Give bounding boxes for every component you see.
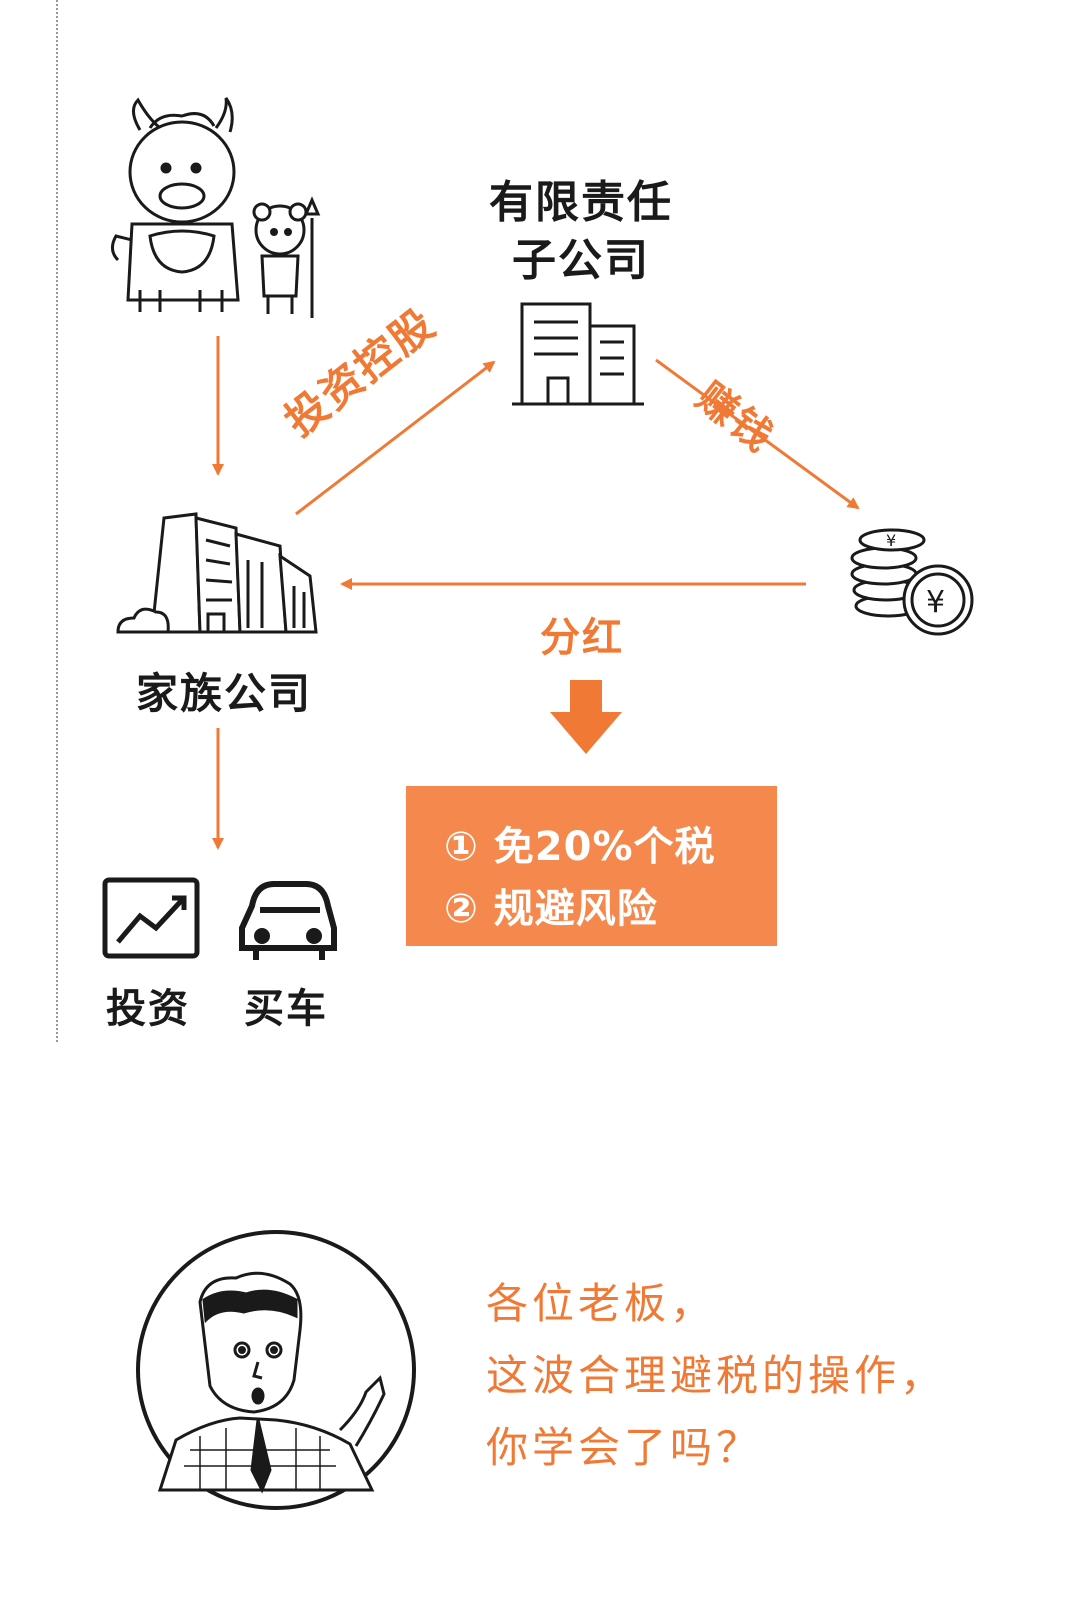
- earn-money-arrow: [655, 358, 860, 510]
- closing-line1: 各位老板，: [486, 1279, 717, 1328]
- benefits-box: ① 免20%个税 ② 规避风险: [406, 786, 777, 946]
- ox-mascot-with-child-icon: [111, 97, 321, 318]
- subsidiary-title-line2: 子公司: [512, 235, 650, 286]
- benefit-item: ① 免20%个税: [444, 824, 716, 870]
- benefit-item: ② 规避风险: [444, 886, 658, 932]
- yuan-coins-icon: ¥ ¥: [850, 528, 974, 636]
- buy-car-label: 买车: [244, 986, 328, 1032]
- subsidiary-title: 有限责任 子公司: [486, 174, 676, 290]
- svg-text:¥: ¥: [886, 531, 896, 550]
- dividend-label: 分红: [540, 615, 624, 661]
- closing-line2: 这波合理避税的操作，: [486, 1351, 947, 1400]
- subsidiary-title-line1: 有限责任: [489, 177, 673, 228]
- closing-line3: 你学会了吗？: [486, 1423, 763, 1472]
- office-building-icon: [512, 302, 644, 406]
- svg-text:¥: ¥: [926, 585, 945, 620]
- dotted-divider: [56, 0, 58, 1042]
- office-complex-icon: [116, 512, 318, 634]
- car-icon: [239, 881, 337, 960]
- invest-label: 投资: [106, 986, 190, 1032]
- investment-holding-arrow: [295, 360, 496, 516]
- closing-question: 各位老板， 这波合理避税的操作， 你学会了吗？: [486, 1268, 946, 1484]
- family-company-label: 家族公司: [136, 669, 313, 718]
- businessman-portrait-icon: [136, 1230, 416, 1510]
- stock-chart-icon: [102, 877, 200, 959]
- big-down-arrow: [550, 680, 622, 754]
